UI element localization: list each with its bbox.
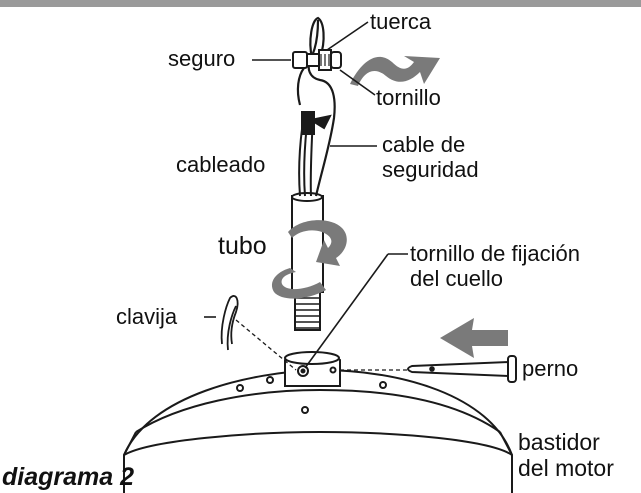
motor-housing [123,368,513,493]
label-cable-line2: seguridad [382,157,479,182]
rotation-arrow [271,220,347,299]
top-rule [0,0,641,7]
cotter-clip [220,295,239,351]
label-seguro: seguro [168,46,236,71]
label-cable-line1: cable de [382,132,466,157]
clip-part [292,51,308,69]
leader-lines [204,21,408,369]
pin-part [407,355,517,383]
turn-arrow-top [350,56,440,86]
label-fijacion-line2: del cuello [410,266,503,291]
bolt-assembly [292,49,342,71]
label-fijacion-line1: tornillo de fijación [410,241,580,266]
guide-lines [235,319,410,371]
label-perno: perno [522,356,579,381]
label-tornillo: tornillo [376,85,441,110]
diagram-title: diagrama 2 [2,463,135,491]
label-bastidor-line1: bastidor [518,429,600,455]
label-tubo: tubo [218,232,267,260]
wiring [298,111,332,197]
label-clavija: clavija [116,304,178,329]
label-cableado: cableado [176,152,266,177]
bolt-part [330,51,342,69]
label-tuerca: tuerca [370,9,432,34]
insert-arrow [440,318,508,358]
label-bastidor-line2: del motor [518,455,614,481]
